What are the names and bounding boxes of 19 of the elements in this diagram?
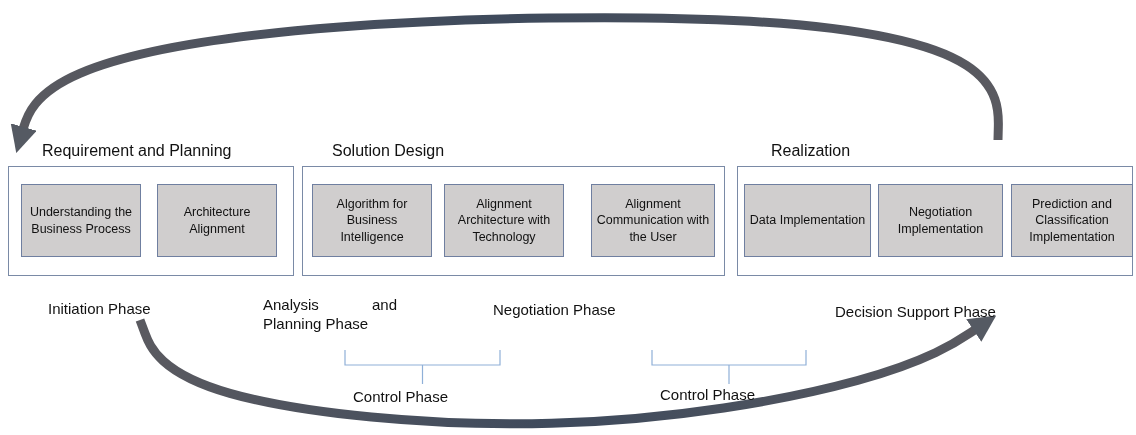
process-box: Data Implementation [744,184,871,257]
curved-arrow [135,315,997,429]
phase-label: Initiation Phase [48,300,188,320]
process-box: Alignment Communication with the User [591,184,715,257]
group-heading: Requirement and Planning [42,142,232,160]
process-box: Architecture Alignment [157,184,277,257]
process-box: Algorithm for Business Intelligence [312,184,432,257]
curved-arrow [10,13,1003,153]
phase-label: Decision Support Phase [835,303,1045,323]
process-box: Alignment Architecture with Technology [444,184,564,257]
phase-label: Control Phase [353,388,449,407]
group-heading: Realization [771,142,851,160]
process-box: Prediction and Classification Implementation [1011,184,1133,257]
process-box: Understanding the Business Process [21,184,141,257]
group-heading: Solution Design [332,142,445,160]
phase-label: Analysis and Planning Phase [263,296,397,334]
phase-label: Control Phase [660,386,756,405]
phase-label: Negotiation Phase [493,301,616,320]
process-box: Negotiation Implementation [878,184,1003,257]
